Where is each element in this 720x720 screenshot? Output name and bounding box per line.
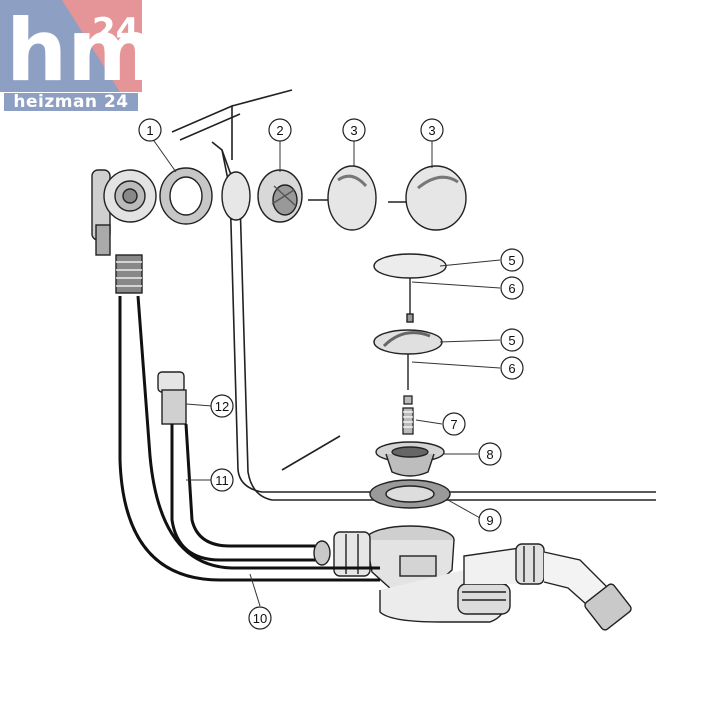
- heizman24-logo: hm 24 heizman 24: [0, 0, 157, 114]
- callout-label: 12: [215, 399, 229, 414]
- callout-2: 2: [268, 118, 292, 142]
- logo-mark: hm: [6, 1, 142, 101]
- overflow-cap-part-b: [388, 165, 467, 231]
- callout-10: 10: [248, 606, 272, 630]
- spring-part: [402, 395, 414, 435]
- callout-7: 7: [442, 412, 466, 436]
- callout-9: 9: [478, 508, 502, 532]
- callout-label: 3: [350, 123, 357, 138]
- callout-8: 8: [478, 442, 502, 466]
- callout-label: 5: [508, 253, 515, 268]
- connection-pipe: [157, 371, 331, 566]
- callout-6a: 6: [500, 276, 524, 300]
- callout-3a: 3: [342, 118, 366, 142]
- overflow-outlet: [91, 169, 157, 294]
- callout-12: 12: [210, 394, 234, 418]
- logo-number: 24: [92, 11, 139, 51]
- overflow-cap-part-a: [308, 165, 377, 231]
- callout-label: 1: [146, 123, 153, 138]
- callout-label: 6: [508, 361, 515, 376]
- callout-label: 10: [253, 611, 267, 626]
- callout-6b: 6: [500, 356, 524, 380]
- callout-label: 9: [486, 513, 493, 528]
- wall-collar: [221, 171, 251, 221]
- callout-3b: 3: [420, 118, 444, 142]
- callout-5b: 5: [500, 328, 524, 352]
- callout-11: 11: [210, 468, 234, 492]
- logo-wordmark: heizman 24: [4, 93, 138, 111]
- callout-label: 5: [508, 333, 515, 348]
- drain-strainer-part: [375, 441, 445, 477]
- overflow-hose: [118, 295, 380, 582]
- bathtub-outline: [171, 89, 656, 501]
- drain-plug-part-b: [373, 329, 443, 390]
- callout-markers: 1 2 3 3 5 6 5: [138, 118, 524, 630]
- drain-seal-part: [369, 479, 451, 509]
- drain-plug-part-a: [373, 253, 447, 323]
- callout-label: 2: [276, 123, 283, 138]
- callout-5a: 5: [500, 248, 524, 272]
- drain-trap-assembly: [333, 525, 632, 631]
- callout-label: 11: [215, 473, 229, 488]
- callout-label: 7: [450, 417, 457, 432]
- callout-label: 8: [486, 447, 493, 462]
- callout-label: 6: [508, 281, 515, 296]
- callout-label: 3: [428, 123, 435, 138]
- overflow-rosette-part: [257, 169, 303, 223]
- callout-1: 1: [138, 118, 162, 142]
- leader-lines: [151, 137, 501, 607]
- gasket-ring-part: [159, 167, 213, 225]
